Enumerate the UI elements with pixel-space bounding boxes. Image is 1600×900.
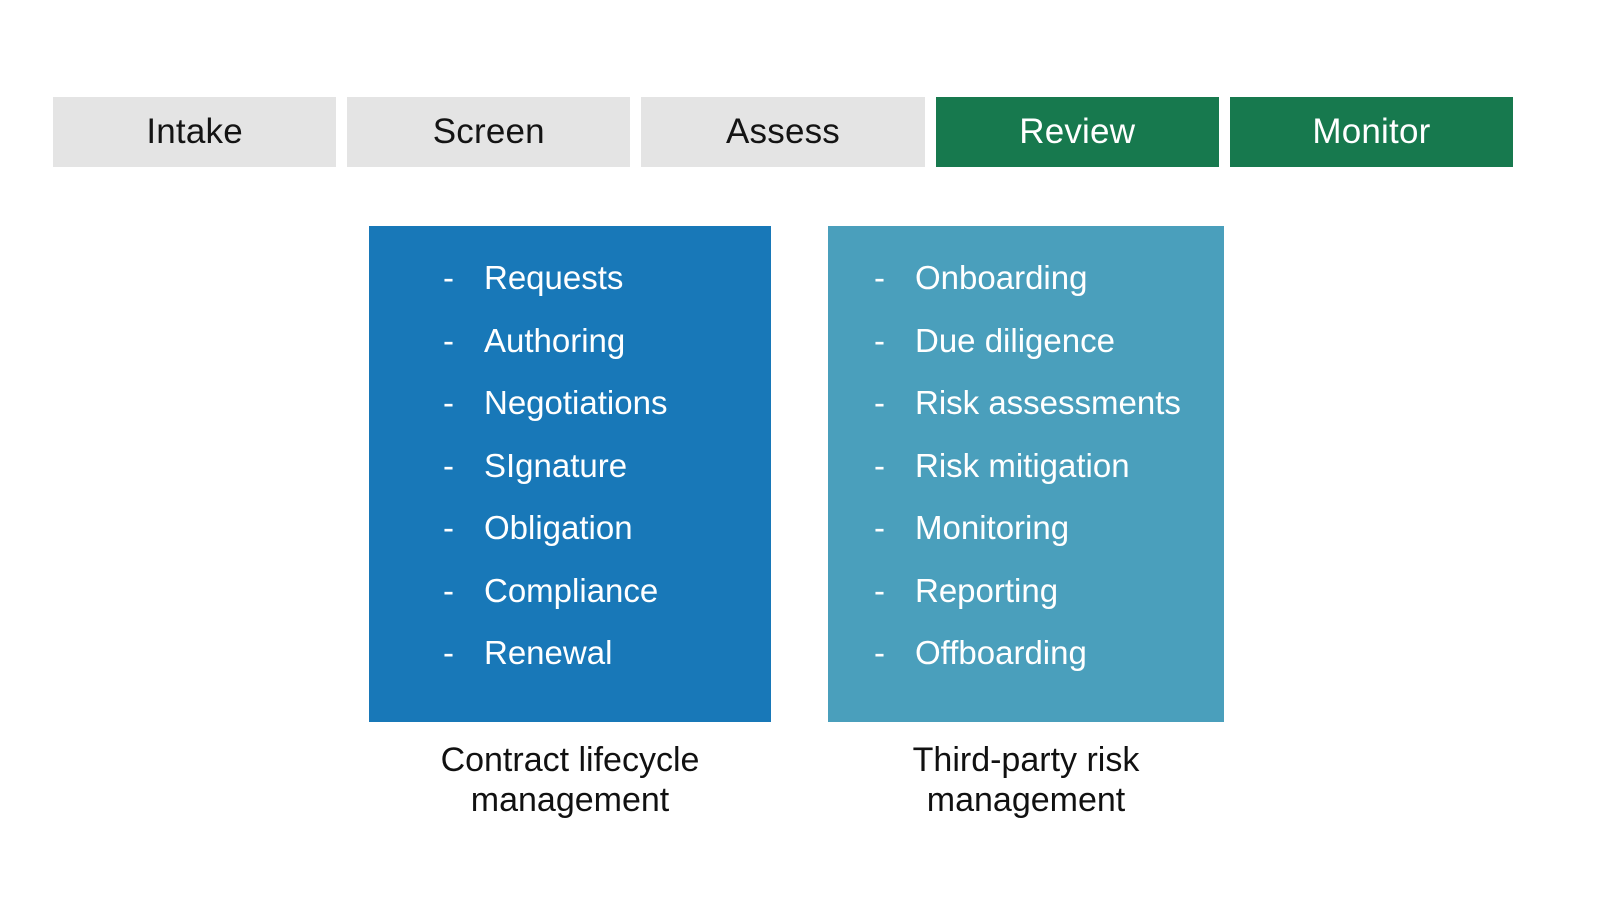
bullet-dash: - [874,446,885,484]
bullet-dash: - [874,509,885,547]
list-item: -Risk mitigation [828,435,1224,498]
list-item: -Requests [369,247,771,310]
list-item: -Authoring [369,310,771,373]
list-item-label: Requests [484,259,624,297]
stage-tab-monitor[interactable]: Monitor [1229,97,1514,167]
bullet-dash: - [443,446,454,484]
list-item-label: Reporting [915,571,1059,609]
list-item-label: Renewal [484,634,613,672]
bullet-dash: - [874,259,885,297]
bullet-dash: - [443,634,454,672]
bullet-dash: - [443,259,454,297]
list-item: -Onboarding [828,247,1224,310]
list-item-label: Monitoring [915,509,1070,547]
list-item-label: Obligation [484,509,633,547]
bullet-dash: - [874,634,885,672]
list-item: -Due diligence [828,310,1224,373]
caption-line: management [470,781,670,819]
bullet-dash: - [874,384,885,422]
list-item-label: Onboarding [915,259,1088,297]
list-item: -Reporting [828,560,1224,623]
list-item-label: Due diligence [915,321,1115,359]
list-item-label: Negotiations [484,384,668,422]
list-item-label: Compliance [484,571,659,609]
list-item: -Monitoring [828,497,1224,560]
list-item: -Negotiations [369,372,771,435]
panel-contract-lifecycle: -Requests-Authoring-Negotiations-SIgnatu… [369,226,771,722]
list-item: -Renewal [369,622,771,685]
list-item-label: Risk assessments [915,384,1181,422]
stage-tab-review[interactable]: Review [935,97,1219,167]
caption-line: management [926,781,1126,819]
caption-line: Contract lifecycle [440,741,700,779]
bullet-dash: - [874,321,885,359]
bullet-dash: - [874,571,885,609]
list-item-label: Authoring [484,321,626,359]
list-item-label: SIgnature [484,446,628,484]
stage-tab-assess[interactable]: Assess [641,97,925,167]
bullet-dash: - [443,321,454,359]
list-item: -Compliance [369,560,771,623]
bullet-dash: - [443,571,454,609]
panel-third-party-risk: -Onboarding-Due diligence-Risk assessmen… [828,226,1224,722]
list-item: -SIgnature [369,435,771,498]
bullet-dash: - [443,384,454,422]
list-item: -Risk assessments [828,372,1224,435]
list-item: -Obligation [369,497,771,560]
list-item: -Offboarding [828,622,1224,685]
list-item-label: Risk mitigation [915,446,1130,484]
list-item-label: Offboarding [915,634,1087,672]
caption-line: Third-party risk [912,741,1140,779]
stage-tab-screen[interactable]: Screen [347,97,631,167]
stage-tab-intake[interactable]: Intake [53,97,337,167]
bullet-dash: - [443,509,454,547]
